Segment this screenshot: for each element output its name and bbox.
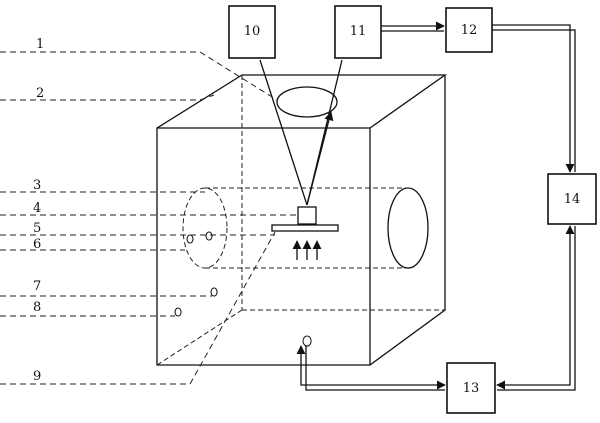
box-10: 10	[228, 5, 276, 59]
box-12-label: 12	[461, 23, 478, 38]
box-12: 12	[445, 7, 493, 53]
callout-6: 6	[33, 237, 41, 252]
box-14-label: 14	[564, 192, 581, 207]
callout-5: 5	[33, 221, 41, 236]
box-14: 14	[547, 173, 597, 225]
sample-stage	[271, 206, 339, 260]
callout-7: 7	[33, 279, 41, 294]
leader-lines	[0, 51, 298, 385]
box-11-label: 11	[350, 24, 367, 39]
ports	[174, 231, 312, 347]
callout-1: 1	[36, 37, 44, 52]
callout-2: 2	[36, 86, 44, 101]
box-11: 11	[334, 5, 382, 59]
callout-8: 8	[33, 300, 41, 315]
callout-4: 4	[33, 201, 41, 216]
callout-9: 9	[33, 369, 41, 384]
top-window	[276, 86, 338, 118]
optical-beams	[259, 59, 343, 206]
box-13-label: 13	[463, 381, 480, 396]
callout-labels: 1 2 3 4 5 6 7 8 9	[33, 37, 44, 384]
connectors	[296, 21, 576, 391]
callout-3: 3	[33, 178, 41, 193]
sample-tube	[182, 187, 429, 269]
box-13: 13	[446, 362, 496, 414]
box-10-label: 10	[244, 24, 261, 39]
